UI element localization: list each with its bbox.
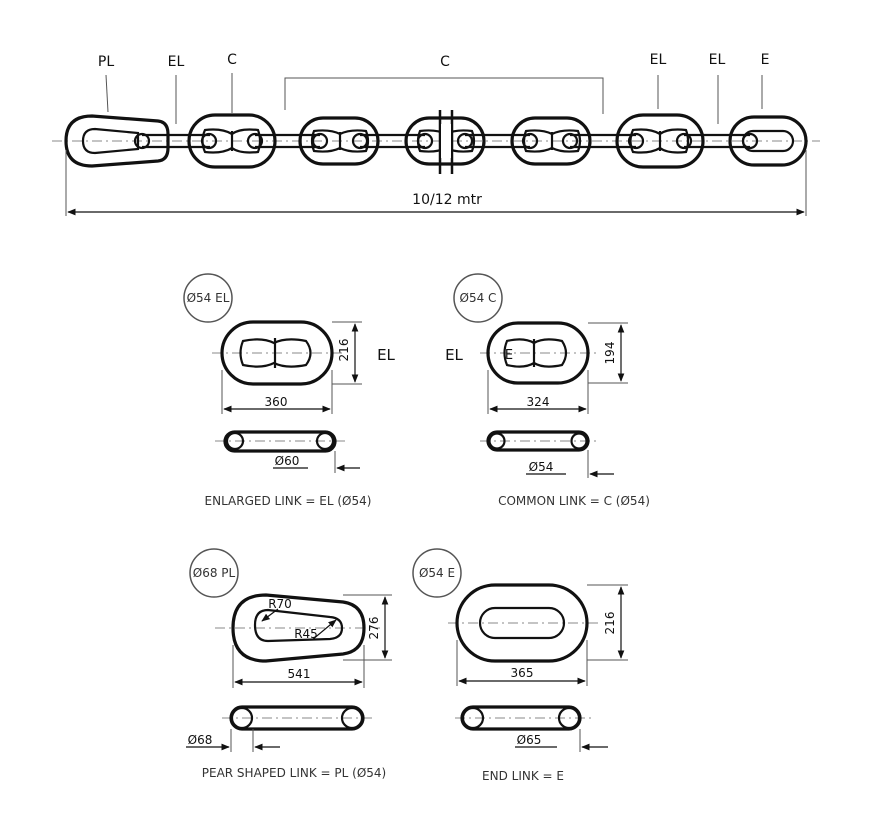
common-link-1 bbox=[298, 116, 380, 166]
pear-caption: PEAR SHAPED LINK = PL (Ø54) bbox=[202, 766, 386, 780]
pear-badge bbox=[189, 548, 239, 598]
common-link-3 bbox=[510, 116, 592, 166]
pear-dia-dim: Ø68 bbox=[188, 733, 213, 747]
enlarged-width-dim: 360 bbox=[265, 395, 288, 409]
enlarged-side-label: EL bbox=[377, 346, 395, 364]
label-el-left: EL bbox=[168, 54, 185, 70]
enlarged-link-right bbox=[615, 113, 705, 169]
common-badge bbox=[453, 273, 503, 323]
end-link bbox=[728, 115, 808, 167]
end-link-detail: Ø54 E 216 365 Ø65 END LINK = E bbox=[412, 548, 628, 783]
common-link-2 bbox=[404, 110, 486, 174]
pear-radius-outer: R70 bbox=[268, 597, 292, 611]
label-el-right-1: EL bbox=[650, 52, 667, 68]
total-length-label: 10/12 mtr bbox=[412, 192, 482, 208]
label-pl: PL bbox=[98, 54, 114, 70]
common-dia-dim: Ø54 bbox=[529, 460, 554, 474]
enlarged-caption: ENLARGED LINK = EL (Ø54) bbox=[205, 494, 372, 508]
label-e: E bbox=[761, 52, 770, 68]
label-el-right-2: EL bbox=[709, 52, 726, 68]
common-inner-mark: E bbox=[505, 348, 513, 363]
pear-link-detail: Ø68 PL R70 R45 276 541 Ø68 PEAR SHAPED L… bbox=[186, 548, 392, 780]
common-width-dim: 324 bbox=[527, 395, 550, 409]
enlarged-link-left bbox=[187, 113, 277, 169]
enlarged-link-detail: Ø54 EL 216 EL 360 Ø60 ENLARGED LINK = EL… bbox=[183, 273, 396, 508]
enlarged-badge bbox=[183, 273, 233, 323]
pear-height-dim: 276 bbox=[367, 617, 381, 640]
end-width-dim: 365 bbox=[511, 666, 534, 680]
common-link-detail: Ø54 C EL E 194 324 Ø54 COMMON LINK = C (… bbox=[445, 273, 650, 508]
label-c-span: C bbox=[440, 54, 450, 70]
total-length-dimension: 10/12 mtr bbox=[65, 150, 807, 216]
pear-radius-inner: R45 bbox=[294, 627, 318, 641]
common-caption: COMMON LINK = C (Ø54) bbox=[498, 494, 650, 508]
end-badge bbox=[412, 548, 462, 598]
enlarged-dia-dim: Ø60 bbox=[275, 454, 300, 468]
pear-link bbox=[64, 114, 170, 168]
end-height-dim: 216 bbox=[603, 612, 617, 635]
pear-width-dim: 541 bbox=[288, 667, 311, 681]
label-c-first: C bbox=[227, 52, 237, 68]
common-side-label: EL bbox=[445, 346, 463, 364]
chain-assembly: PL EL C C EL EL E 10/12 mtr bbox=[52, 52, 820, 216]
enlarged-badge-text: Ø54 EL bbox=[187, 291, 230, 305]
end-caption: END LINK = E bbox=[482, 769, 564, 783]
chain-rods bbox=[133, 132, 759, 150]
enlarged-height-dim: 216 bbox=[337, 339, 351, 362]
end-dia-dim: Ø65 bbox=[517, 733, 542, 747]
end-badge-text: Ø54 E bbox=[419, 566, 455, 580]
common-badge-text: Ø54 C bbox=[460, 291, 497, 305]
pear-badge-text: Ø68 PL bbox=[193, 566, 236, 580]
chain-leaders bbox=[105, 73, 763, 124]
common-height-dim: 194 bbox=[603, 342, 617, 365]
